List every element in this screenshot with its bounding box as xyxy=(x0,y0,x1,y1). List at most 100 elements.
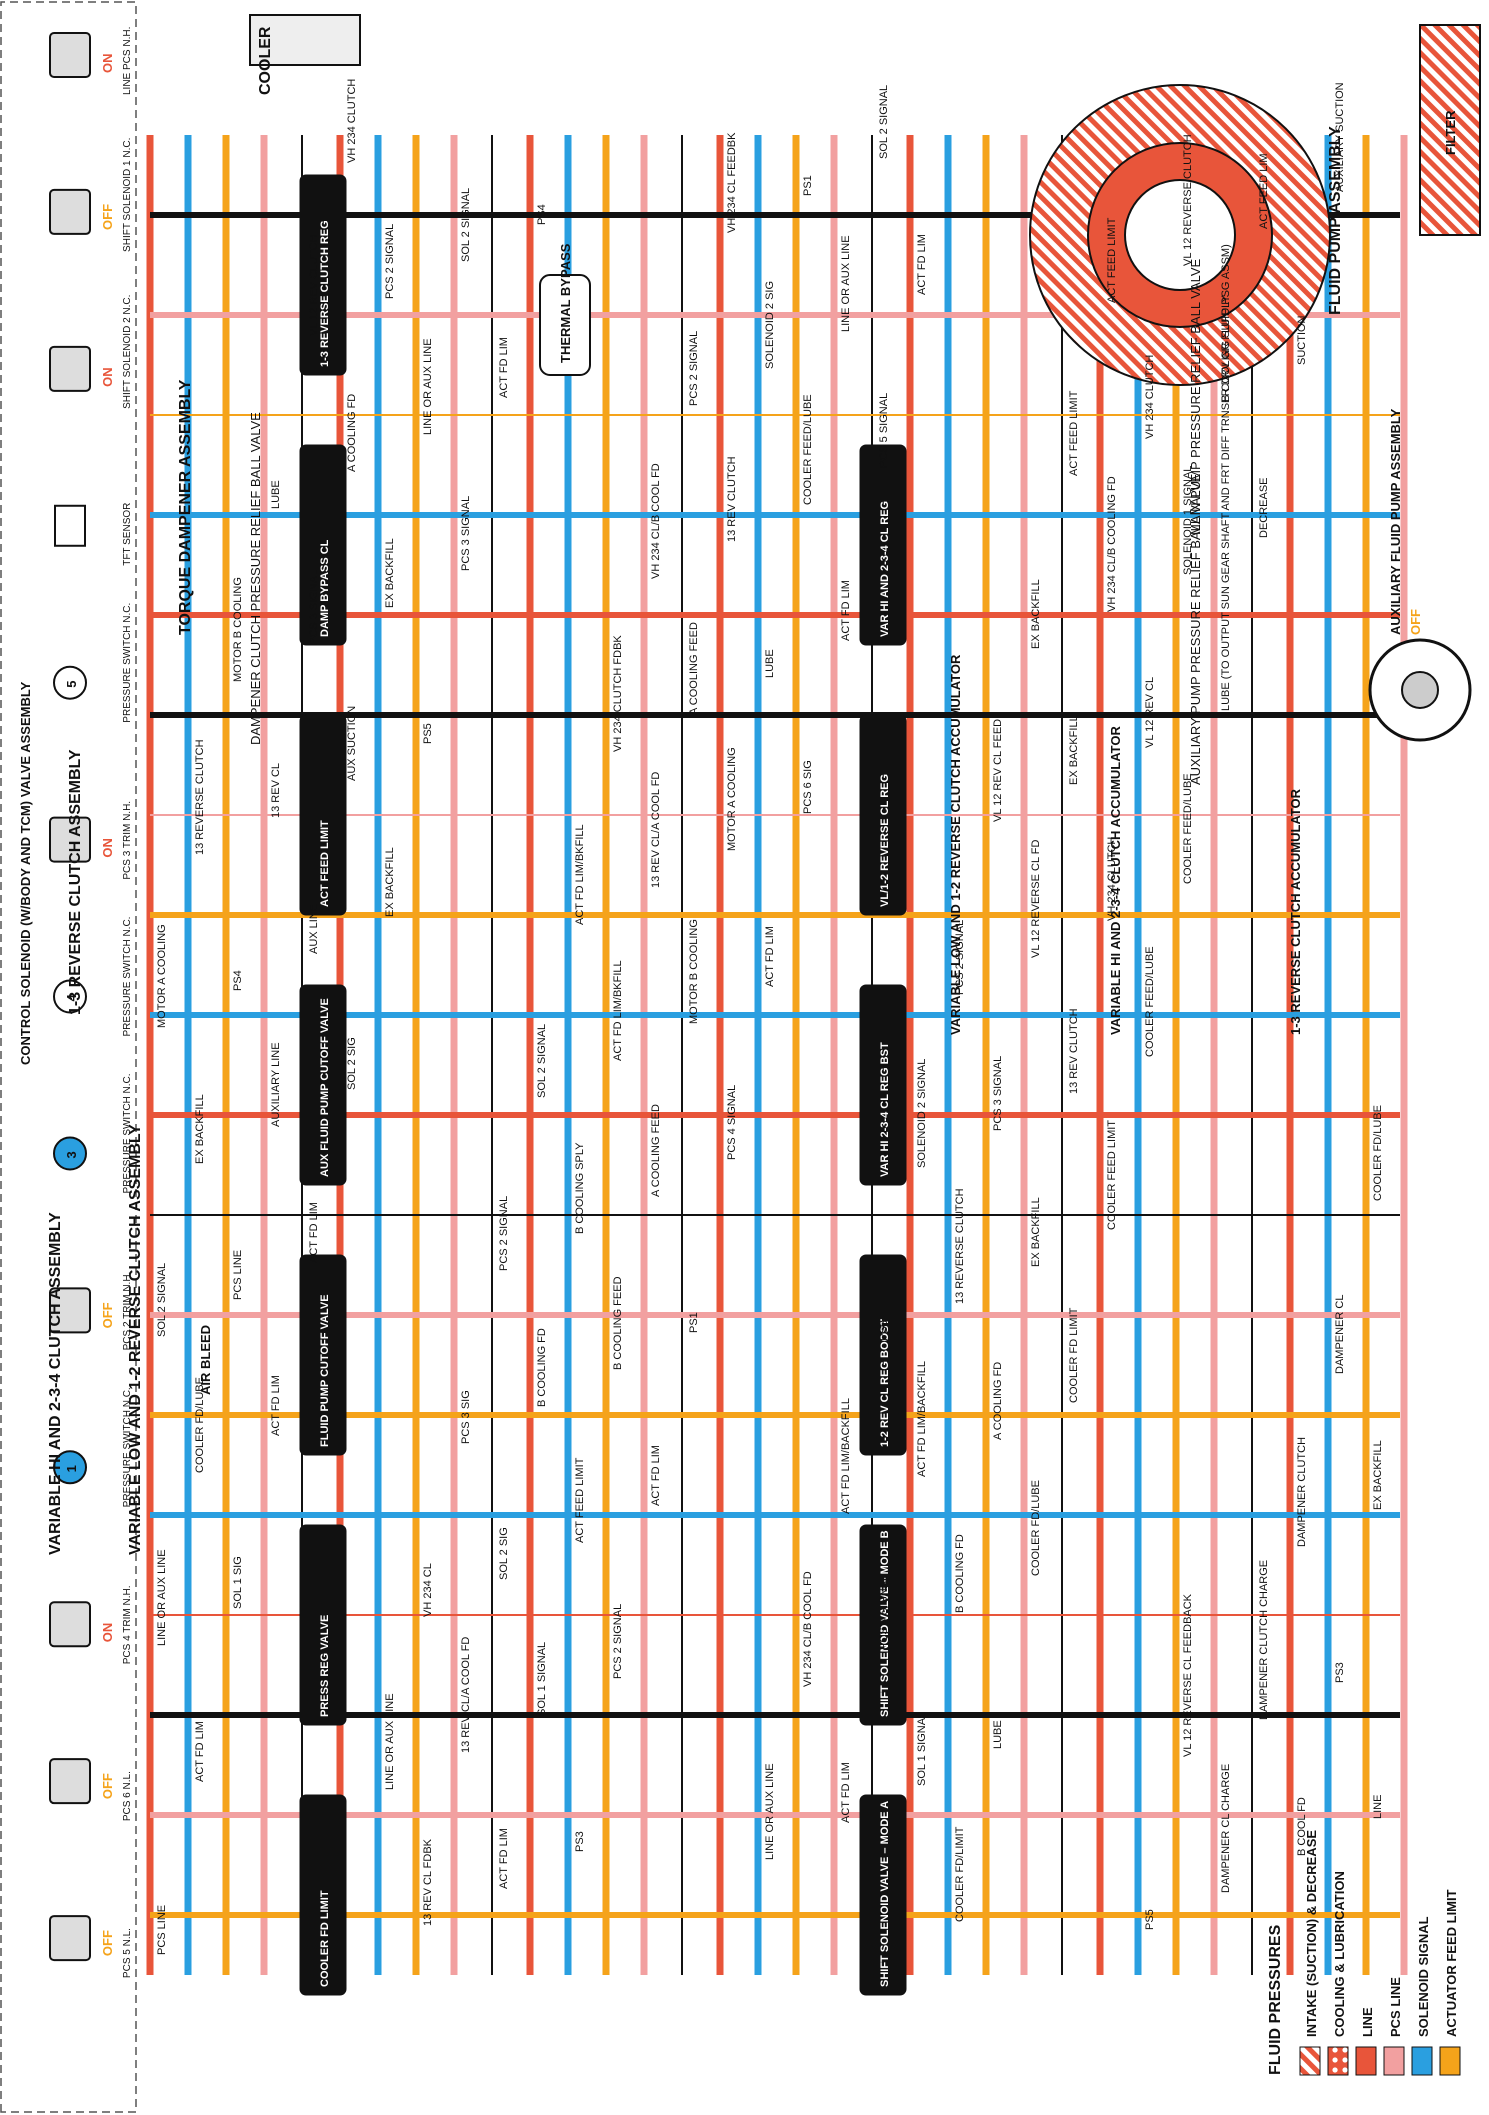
pressure-switch-number: 4 xyxy=(64,994,79,1002)
circuit-label: A COOLING FD xyxy=(346,394,358,472)
solenoid-state: ON xyxy=(100,54,115,74)
circuit-label: COOLER FD/LUBE xyxy=(1372,1105,1384,1201)
valve-label: VAR HI AND 2-3-4 CL REG xyxy=(879,501,891,637)
circuit-label: ACT FD LIM xyxy=(270,1375,282,1436)
valve: COOLER FD LIMIT xyxy=(299,1794,347,1996)
valve-body xyxy=(299,984,347,1186)
circuit-label: LINE xyxy=(1372,1795,1384,1819)
circuit-label: LINE OR AUX LINE xyxy=(422,338,434,435)
solenoid-state: OFF xyxy=(100,1930,115,1956)
vh234-clutch-assembly-label: VARIABLE HI AND 2-3-4 CLUTCH ASSEMBLY xyxy=(47,1212,64,1555)
circuit-label: ACT FD LIM/BACKFILL xyxy=(916,1361,928,1477)
acc-vl-label: VARIABLE LOW AND 1-2 REVERSE CLUTCH ACCU… xyxy=(948,654,963,1035)
valve-label: COOLER FD LIMIT xyxy=(319,1890,331,1987)
legend-item-label: LINE xyxy=(1360,2007,1375,2037)
circuit-label: SOLENOID 2 SIG xyxy=(764,281,776,369)
circuit-label: ACT FD LIM xyxy=(308,1202,320,1263)
circuit-label: VH 234 CLUTCH FDBK xyxy=(612,635,624,752)
circuit-label: DAMPENER CL xyxy=(1334,1295,1346,1374)
solenoid-name: LINE PCS N.H. xyxy=(122,27,133,95)
tft-sensor-icon xyxy=(54,504,86,547)
solenoid-state: OFF xyxy=(100,1773,115,1799)
valve: AUX FLUID PUMP CUTOFF VALVE xyxy=(299,984,347,1186)
pressure-switch-icon xyxy=(53,1450,87,1485)
circuit-label: 13 REVERSE CLUTCH xyxy=(194,739,206,855)
rev13-clutch-assembly-label: 1-3 REVERSE CLUTCH ASSEMBLY xyxy=(67,749,84,1015)
circuit-label: PCS 4 SIGNAL xyxy=(878,1575,890,1650)
circuit-label: VH 234 CL/B COOL FD xyxy=(802,1571,814,1687)
valve-body xyxy=(859,714,907,916)
solenoid-body-icon xyxy=(49,1915,91,1962)
valve: 1-3 REVERSE CLUTCH REG xyxy=(299,174,347,376)
control-solenoid-box xyxy=(0,1,137,2113)
valve-body xyxy=(859,984,907,1186)
circuit-label: VH 234 CL xyxy=(422,1563,434,1617)
solenoid-name: PRESSURE SWITCH N.C. xyxy=(122,603,133,723)
circuit-label: SOL 2 SIGNAL xyxy=(156,1263,168,1337)
legend-swatch xyxy=(1383,2046,1405,2076)
acc-vh-label: VARIABLE HI AND 2-3-4 CLUTCH ACCUMULATOR xyxy=(1108,726,1123,1035)
solenoid-body-icon xyxy=(49,1287,91,1334)
circuit-label: B COOLING SPLY xyxy=(574,1142,586,1234)
circuit-label: B COOL FD xyxy=(1296,1797,1308,1856)
circuit-label: PCS 2 SIGNAL xyxy=(384,224,396,299)
circuit-label: VH 234 CL FEEDBK xyxy=(726,132,738,233)
circuit-label: MOTOR B COOLING xyxy=(688,919,700,1024)
solenoid-body-icon xyxy=(49,816,91,863)
circuit-label: PS4 xyxy=(232,970,244,991)
aux-pump-label: AUXILIARY FLUID PUMP ASSEMBLY xyxy=(1388,408,1403,635)
circuit-label: LINE OR AUX LINE xyxy=(384,1693,396,1790)
filter-label: FILTER xyxy=(1443,110,1458,155)
circuit-label: PS3 xyxy=(1334,1662,1346,1683)
valve-label: 1-3 REVERSE CLUTCH REG xyxy=(319,220,331,367)
circuit-label: COOLER FD LIMIT xyxy=(1068,1307,1080,1403)
circuit-label: PS5 xyxy=(422,723,434,744)
solenoid-name: PRESSURE SWITCH N.C. xyxy=(122,1387,133,1507)
circuit-label: ACT FD LIM xyxy=(764,926,776,987)
valve-label: DAMP BYPASS CL xyxy=(319,539,331,637)
circuit-label: EX BACKFILL xyxy=(384,847,396,917)
solenoid-body-icon xyxy=(49,1758,91,1805)
circuit-label: VH 234 CLUTCH xyxy=(1144,355,1156,439)
thermal-bypass xyxy=(539,274,591,376)
valve-label: ACT FEED LIMIT xyxy=(319,820,331,907)
circuit-label: PCS 4 SIGNAL xyxy=(726,1085,738,1160)
circuit-label: SOL 2 SIG xyxy=(346,1037,358,1090)
valve-label: 1-2 REV CL REG BOOST xyxy=(879,1319,891,1447)
pressure-switch-number: 5 xyxy=(64,680,79,687)
circuit-label: EX BACKFILL xyxy=(1068,715,1080,785)
pump-hub xyxy=(1124,179,1236,291)
valve-body xyxy=(299,714,347,916)
clutch-assemblies: VARIABLE HI AND 2-3-4 CLUTCH ASSEMBLY VA… xyxy=(47,258,1303,1555)
circuit-label: EX BACKFILL xyxy=(384,538,396,608)
circuit-label: DAMPENER CLUTCH xyxy=(1296,1437,1308,1547)
legend-item-label: PCS LINE xyxy=(1388,1977,1403,2037)
legend-item-label: SOLENOID SIGNAL xyxy=(1416,1916,1431,2037)
damper-relief-label: DAMPENER CLUTCH PRESSURE RELIEF BALL VAL… xyxy=(248,412,263,745)
circuit-label: VL 12 REVERSE CL FD xyxy=(1030,840,1042,958)
circuit-label: PCS LINE xyxy=(232,1250,244,1300)
circuit-label: ACT FEED LIM xyxy=(1258,153,1270,229)
valve: VAR HI AND 2-3-4 CL REG xyxy=(859,444,907,646)
solenoid-state: OFF xyxy=(100,1302,115,1328)
valve-label: AUX FLUID PUMP CUTOFF VALVE xyxy=(319,998,331,1177)
circuit-label: SOL 1 SIGNAL xyxy=(916,1712,928,1786)
circuit-label: MOTOR B COOLING xyxy=(232,577,244,682)
solenoid-name: SHIFT SOLENOID 1 N.C. xyxy=(122,138,133,252)
circuit-label: ACT FD LIM xyxy=(840,580,852,641)
circuit-label: DECREASE xyxy=(1258,477,1270,538)
circuit-label: 13 REV CLUTCH xyxy=(726,456,738,542)
solenoid-body-icon xyxy=(49,345,91,392)
circuit-label: VL 12 REVERSE CLUTCH xyxy=(1182,134,1194,266)
legend-title: FLUID PRESSURES xyxy=(1267,1924,1284,2075)
circuit-label: COOLER FEED LIMIT xyxy=(1106,1120,1118,1230)
circuit-label: LINE OR AUX LINE xyxy=(764,1763,776,1860)
circuit-label: SOLENOID 2 SIGNAL xyxy=(916,1059,928,1168)
circuit-label: PCS 3 SIGNAL xyxy=(460,496,472,571)
pressure-switch-number: 3 xyxy=(64,1151,79,1158)
